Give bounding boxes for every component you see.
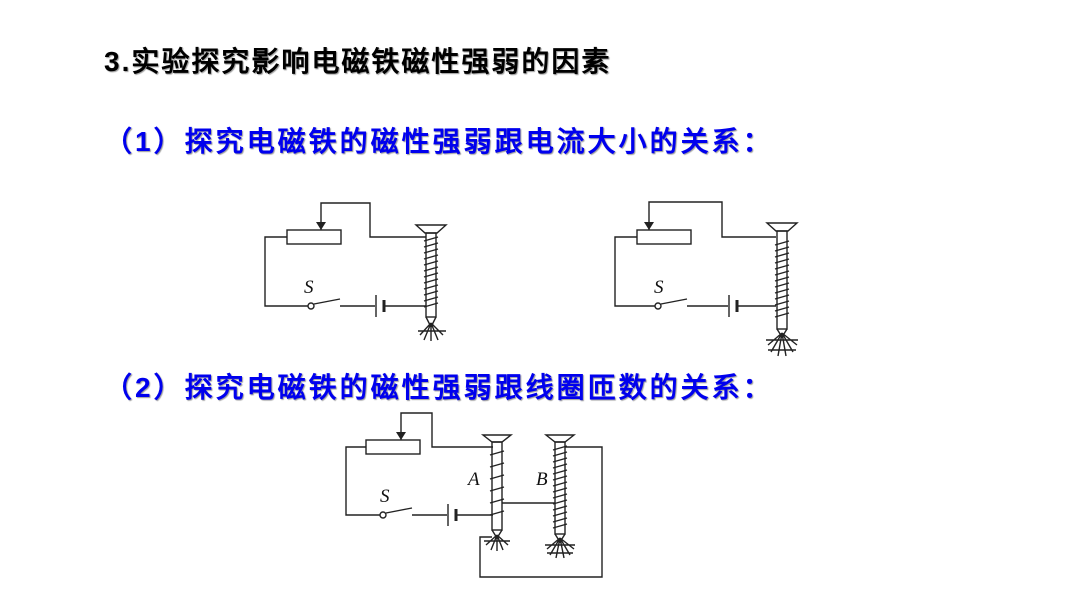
circuit-wire: [264, 236, 308, 307]
rheostat-resistor: [286, 229, 342, 245]
switch-contact: [307, 302, 315, 310]
paren-open: （: [104, 125, 136, 158]
nail-tip-b: [554, 533, 566, 544]
coil-b-label: B: [536, 469, 548, 490]
paren-open: （: [104, 371, 136, 404]
circuit-diagram-1: S: [264, 202, 448, 341]
switch-label: S: [304, 277, 314, 298]
section-text: 探究电磁铁的磁性强弱跟线圈匝数的关系：: [184, 371, 774, 404]
iron-filings: [418, 322, 446, 341]
coil-windings: [423, 236, 439, 308]
switch-lever: [313, 298, 341, 305]
title-text: 实验探究影响电磁铁磁性强弱的因素: [131, 45, 612, 78]
switch-label: S: [654, 277, 664, 298]
rheostat-slider-wire: [400, 412, 493, 448]
rheostat-resistor: [365, 439, 421, 455]
paren-close: ）: [153, 371, 185, 404]
title-number: 3.: [104, 46, 132, 77]
slider-arrow: [644, 222, 654, 230]
slider-arrow: [396, 432, 406, 440]
rheostat-resistor: [636, 229, 692, 245]
coil-a-label: A: [466, 469, 480, 490]
circuit-wire: [614, 236, 655, 307]
switch-lever: [385, 507, 413, 514]
switch-lever: [660, 298, 688, 305]
section-heading-current: （1）探究电磁铁的磁性强弱跟电流大小的关系：: [104, 120, 774, 160]
circuit-wire-return: [479, 446, 603, 578]
rheostat-slider-wire: [648, 201, 776, 238]
switch-label: S: [380, 486, 390, 507]
nail-head: [765, 222, 799, 232]
slide-title: 3.实验探究影响电磁铁磁性强弱的因素: [104, 40, 611, 80]
switch-contact: [654, 302, 662, 310]
nail-head-a: [480, 434, 514, 443]
circuit-wire: [345, 446, 380, 516]
coil-windings-b: [552, 445, 568, 529]
iron-filings: [766, 332, 798, 357]
circuit-diagram-3: S A B: [345, 412, 603, 578]
nail-head: [414, 224, 448, 234]
nail-head-b: [543, 434, 577, 443]
section-number: 1: [135, 126, 154, 157]
electromagnet-nail: [425, 232, 437, 318]
slider-arrow: [316, 222, 326, 230]
iron-filings-a: [484, 534, 510, 551]
paren-close: ）: [153, 125, 185, 158]
section-text: 探究电磁铁的磁性强弱跟电流大小的关系：: [184, 125, 774, 158]
coil-windings-a: [489, 450, 505, 516]
coil-windings: [774, 240, 790, 318]
section-heading-coil-turns: （2）探究电磁铁的磁性强弱跟线圈匝数的关系：: [104, 366, 774, 406]
rheostat-slider-wire: [320, 202, 426, 238]
section-number: 2: [135, 372, 154, 403]
electromagnet-nail-a: [491, 441, 503, 531]
circuit-diagram-2: S: [614, 201, 799, 357]
switch-contact: [379, 511, 387, 519]
iron-filings-b: [545, 537, 575, 559]
